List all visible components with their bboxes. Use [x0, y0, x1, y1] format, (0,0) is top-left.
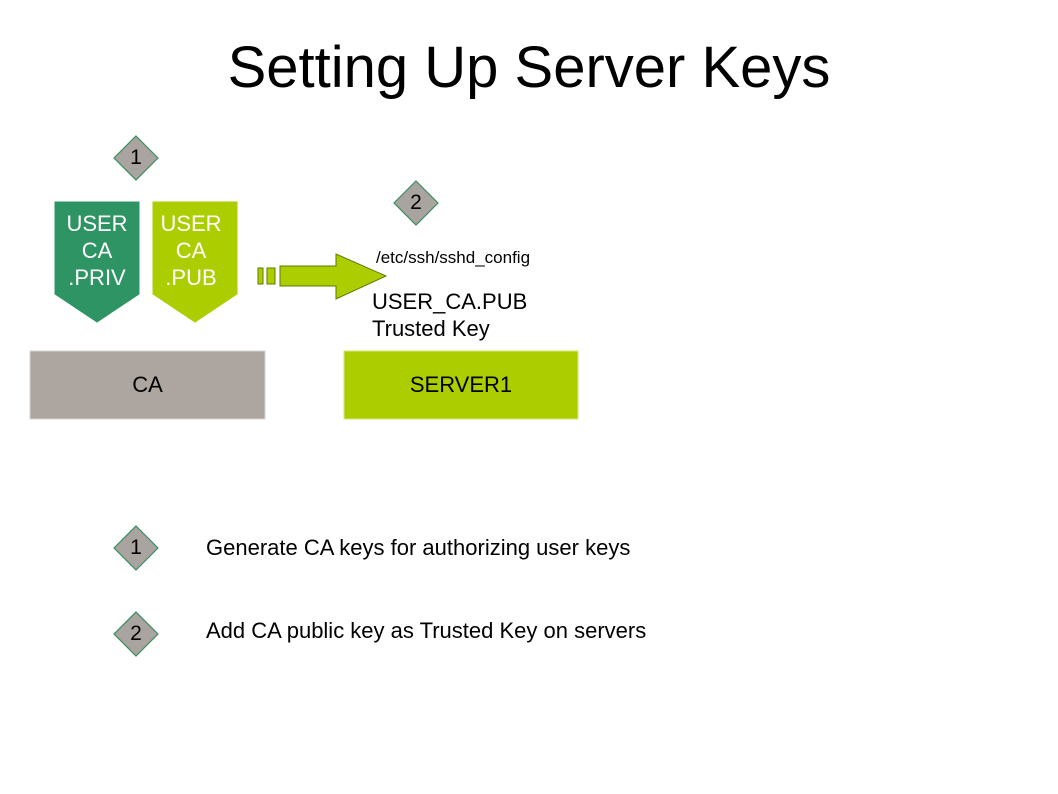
- server-key-name: USER_CA.PUB: [372, 289, 528, 314]
- legend-2-text: Add CA public key as Trusted Key on serv…: [206, 618, 647, 643]
- priv-key-line-3: .PRIV: [68, 265, 126, 290]
- step-1-badge-number: 1: [130, 146, 142, 169]
- server-key-role: Trusted Key: [372, 316, 490, 341]
- sshd-config-path: /etc/ssh/sshd_config: [376, 248, 531, 267]
- legend-1-text: Generate CA keys for authorizing user ke…: [206, 535, 631, 560]
- user-ca-priv-key-shape: [54, 201, 140, 323]
- user-ca-priv-key-label: USER CA .PRIV: [55, 210, 139, 291]
- ca-box-label: CA: [132, 372, 163, 397]
- slide-title: Setting Up Server Keys: [227, 35, 831, 100]
- step-2-badge-diamond: [393, 180, 439, 226]
- priv-key-line-2: CA: [81, 238, 113, 263]
- priv-key-line-1: USER: [66, 211, 128, 236]
- step-1-badge-diamond: [113, 135, 159, 181]
- user-ca-pub-key-shape: [152, 201, 238, 323]
- legend-2-diamond: [113, 611, 159, 657]
- server1-box-shape: [343, 350, 579, 420]
- legend-1-diamond: [113, 525, 159, 571]
- step-2-badge-number: 2: [410, 191, 422, 214]
- transfer-arrow: [257, 253, 388, 300]
- pub-key-line-3: .PUB: [165, 265, 217, 290]
- user-ca-pub-key-label: USER CA .PUB: [149, 210, 233, 291]
- ca-box-shape: [29, 350, 266, 420]
- server1-box-label: SERVER1: [409, 372, 513, 397]
- legend-2-number: 2: [130, 622, 142, 645]
- legend-1-number: 1: [130, 536, 142, 559]
- pub-key-line-2: CA: [175, 238, 207, 263]
- pub-key-line-1: USER: [160, 211, 222, 236]
